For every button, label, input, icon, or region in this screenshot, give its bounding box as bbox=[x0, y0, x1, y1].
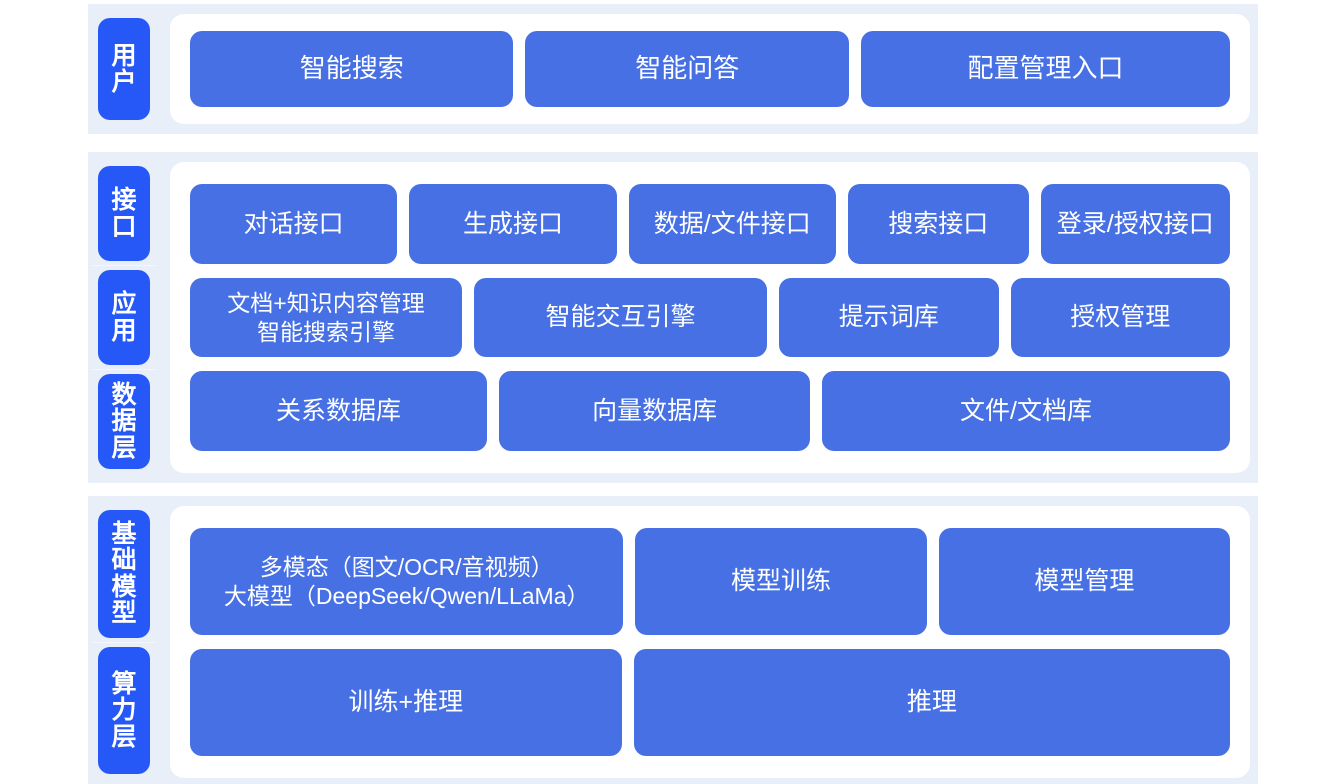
box-file-document-store[interactable]: 文件/文档库 bbox=[822, 371, 1230, 452]
box-multimodal-large-model[interactable]: 多模态（图文/OCR/音视频） 大模型（DeepSeek/Qwen/LLaMa） bbox=[190, 528, 624, 635]
box-dialog-api[interactable]: 对话接口 bbox=[190, 184, 398, 264]
layer-rail-infrastructure: 基础模型 算力层 bbox=[88, 496, 160, 784]
box-model-management[interactable]: 模型管理 bbox=[938, 528, 1230, 635]
box-smart-qa[interactable]: 智能问答 bbox=[525, 31, 849, 107]
box-training-inference[interactable]: 训练+推理 bbox=[190, 649, 622, 756]
row-compute: 训练+推理 推理 bbox=[190, 649, 1230, 756]
box-search-api[interactable]: 搜索接口 bbox=[847, 184, 1029, 264]
layer-chip-data[interactable]: 数据层 bbox=[98, 374, 150, 469]
layer-chip-data-label: 数据层 bbox=[111, 380, 137, 462]
card-platform-layer: 对话接口 生成接口 数据/文件接口 搜索接口 登录/授权接口 文档+知识内容管理… bbox=[170, 162, 1250, 473]
row-foundation-model: 多模态（图文/OCR/音视频） 大模型（DeepSeek/Qwen/LLaMa）… bbox=[190, 528, 1230, 635]
layer-chip-cell-interface: 接口 bbox=[88, 162, 160, 265]
layer-chip-user[interactable]: 用户 bbox=[98, 18, 150, 120]
panel-user-layer: 用户 智能搜索 智能问答 配置管理入口 bbox=[88, 4, 1258, 134]
layer-chip-cell-data: 数据层 bbox=[88, 370, 160, 473]
box-relational-database[interactable]: 关系数据库 bbox=[190, 371, 488, 452]
layer-chip-cell-foundation-model: 基础模型 bbox=[88, 506, 160, 642]
layer-chip-foundation-model[interactable]: 基础模型 bbox=[98, 510, 150, 638]
layer-chip-cell-compute: 算力层 bbox=[88, 643, 160, 779]
layer-chip-foundation-model-label: 基础模型 bbox=[111, 519, 137, 628]
panel-infrastructure-layer: 基础模型 算力层 多模态（图文/OCR/音视频） 大模型（DeepSeek/Qw… bbox=[88, 496, 1258, 784]
box-login-auth-api[interactable]: 登录/授权接口 bbox=[1040, 184, 1230, 264]
box-model-training[interactable]: 模型训练 bbox=[635, 528, 927, 635]
panel-platform-layer: 接口 应用 数据层 对话接口 生成接口 数据/文件接口 搜索接口 bbox=[88, 152, 1258, 483]
box-generation-api[interactable]: 生成接口 bbox=[409, 184, 617, 264]
layer-chip-user-label: 用户 bbox=[111, 41, 137, 96]
box-authorization-management[interactable]: 授权管理 bbox=[1010, 277, 1230, 358]
row-data: 关系数据库 向量数据库 文件/文档库 bbox=[190, 371, 1230, 452]
box-smart-interaction-engine[interactable]: 智能交互引擎 bbox=[474, 277, 767, 358]
box-config-management-entry[interactable]: 配置管理入口 bbox=[860, 31, 1230, 107]
box-vector-database[interactable]: 向量数据库 bbox=[499, 371, 811, 452]
row-application: 文档+知识内容管理 智能搜索引擎 智能交互引擎 提示词库 授权管理 bbox=[190, 277, 1230, 358]
layer-rail-platform: 接口 应用 数据层 bbox=[88, 152, 160, 483]
layer-chip-compute[interactable]: 算力层 bbox=[98, 646, 150, 774]
layer-chip-cell-user: 用户 bbox=[88, 14, 160, 124]
box-inference[interactable]: 推理 bbox=[633, 649, 1230, 756]
layer-chip-compute-label: 算力层 bbox=[111, 669, 137, 751]
box-document-knowledge-management[interactable]: 文档+知识内容管理 智能搜索引擎 bbox=[190, 277, 462, 358]
layer-chip-application[interactable]: 应用 bbox=[98, 270, 150, 365]
box-smart-search[interactable]: 智能搜索 bbox=[190, 31, 514, 107]
box-data-file-api[interactable]: 数据/文件接口 bbox=[628, 184, 836, 264]
row-user-entries: 智能搜索 智能问答 配置管理入口 bbox=[190, 31, 1230, 107]
layer-chip-interface[interactable]: 接口 bbox=[98, 166, 150, 261]
layer-chip-cell-application: 应用 bbox=[88, 266, 160, 369]
layer-chip-application-label: 应用 bbox=[111, 290, 137, 345]
rail-separator bbox=[92, 369, 156, 370]
card-user-layer: 智能搜索 智能问答 配置管理入口 bbox=[170, 14, 1250, 124]
box-prompt-library[interactable]: 提示词库 bbox=[779, 277, 999, 358]
layer-chip-interface-label: 接口 bbox=[111, 186, 137, 241]
rail-separator bbox=[92, 265, 156, 266]
row-interface: 对话接口 生成接口 数据/文件接口 搜索接口 登录/授权接口 bbox=[190, 184, 1230, 264]
rail-separator bbox=[92, 641, 156, 643]
card-infrastructure-layer: 多模态（图文/OCR/音视频） 大模型（DeepSeek/Qwen/LLaMa）… bbox=[170, 506, 1250, 778]
layer-rail-user: 用户 bbox=[88, 4, 160, 134]
